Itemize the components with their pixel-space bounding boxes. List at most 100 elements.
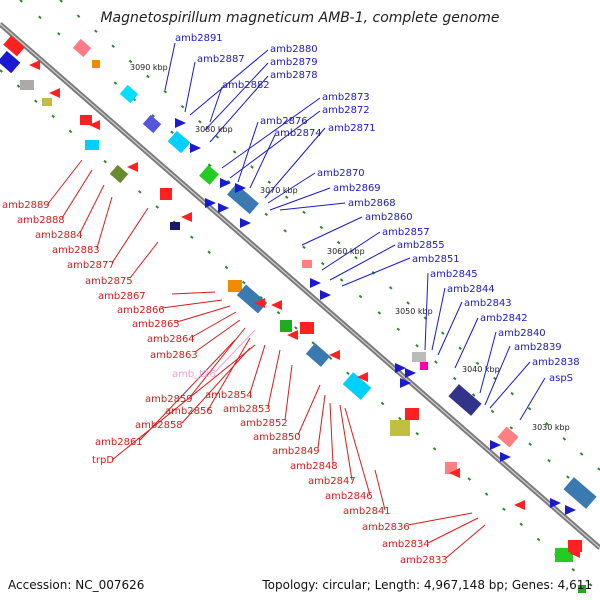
scale-label: 3080 kbp <box>195 125 233 134</box>
gene-block <box>305 343 331 367</box>
gene-block <box>80 115 92 125</box>
scale-label: 3040 kbp <box>462 365 500 374</box>
gene-label: amb2839 <box>514 342 562 353</box>
forward-features <box>72 38 597 515</box>
gene-label: amb2840 <box>498 328 546 339</box>
gene-block <box>199 165 219 185</box>
gene-label: amb2867 <box>98 291 146 302</box>
forward-callout-lines <box>164 42 546 421</box>
gene-block <box>92 60 100 68</box>
gene-label: amb2871 <box>328 123 376 134</box>
gene-block <box>342 372 372 400</box>
gene-block <box>72 38 92 58</box>
gene-label: trpD <box>92 455 114 466</box>
gene-block <box>170 222 180 230</box>
gene-label: amb2891 <box>175 33 223 44</box>
gene-block <box>578 585 586 593</box>
gene-label: amb2884 <box>35 230 83 241</box>
gene-label: amb2888 <box>17 215 65 226</box>
gene-label: amb2847 <box>308 476 356 487</box>
gene-label: amb2860 <box>365 212 413 223</box>
gene-label: amb2845 <box>430 269 478 280</box>
gene-label: amb2861 <box>95 437 143 448</box>
gene-label: amb2844 <box>447 284 495 295</box>
reverse-gene-labels: amb2889 amb2888 amb2884 amb2883 amb2877 … <box>2 200 448 566</box>
gene-label: amb2852 <box>240 418 288 429</box>
gene-label: aspS <box>549 373 573 384</box>
gene-label: amb2872 <box>322 105 370 116</box>
gene-block <box>0 50 21 74</box>
gene-label: amb2851 <box>412 254 460 265</box>
gene-block <box>142 114 162 134</box>
gene-block <box>280 320 292 332</box>
gene-label: amb2880 <box>270 44 318 55</box>
gene-label: amb2858 <box>135 420 183 431</box>
gene-block <box>20 80 34 90</box>
gene-block <box>228 280 242 292</box>
gene-label: amb2865 <box>132 319 180 330</box>
gene-label: amb2841 <box>343 506 391 517</box>
gene-label: amb2848 <box>290 461 338 472</box>
scale-label: 3090 kbp <box>130 63 168 72</box>
gene-label: amb2856 <box>165 406 213 417</box>
gene-label: amb2876 <box>260 116 308 127</box>
scale-label: 3060 kbp <box>327 247 365 256</box>
gene-label: amb2869 <box>333 183 381 194</box>
gene-label: amb2874 <box>274 128 322 139</box>
gene-label: amb2873 <box>322 92 370 103</box>
accession-label: Accession: NC_007626 <box>8 578 145 592</box>
gene-label: amb2838 <box>532 357 580 368</box>
gene-label: amb2859 <box>145 394 193 405</box>
gene-label: amb2864 <box>147 334 195 345</box>
gene-label: amb2857 <box>382 227 430 238</box>
gene-label: amb2889 <box>2 200 50 211</box>
map-title: Magnetospirillum magneticum AMB-1, compl… <box>100 10 500 26</box>
scale-labels: 3090 kbp 3080 kbp 3070 kbp 3060 kbp 3050… <box>130 63 570 432</box>
gene-label: amb2883 <box>52 245 100 256</box>
topology-label: Topology: circular; Length: 4,967,148 bp… <box>262 578 592 592</box>
gene-label: amb2834 <box>382 539 430 550</box>
gene-label: amb2854 <box>205 390 253 401</box>
gene-block <box>420 362 428 370</box>
gene-label: amb2855 <box>397 240 445 251</box>
gene-label: amb2842 <box>480 313 528 324</box>
gene-label: amb2833 <box>400 555 448 566</box>
gene-block <box>42 98 52 106</box>
forward-gene-labels: amb2891 amb2887 amb2880 amb2879 amb2878 … <box>175 33 580 384</box>
gene-block <box>302 260 312 268</box>
scale-label: 3050 kbp <box>395 307 433 316</box>
gene-block <box>497 426 519 448</box>
gene-block <box>167 130 191 154</box>
gene-label: amb2849 <box>272 446 320 457</box>
gene-block <box>390 420 410 436</box>
gene-label: amb2863 <box>150 350 198 361</box>
gene-label: amb2846 <box>325 491 373 502</box>
gene-label-rna: amb_t26 <box>172 369 216 380</box>
gene-label: amb2877 <box>67 260 115 271</box>
gene-label: amb2879 <box>270 57 318 68</box>
gene-label: amb2870 <box>317 168 365 179</box>
gene-block <box>405 408 419 420</box>
scale-label: 3030 kbp <box>532 423 570 432</box>
gene-label: amb2843 <box>464 298 512 309</box>
reverse-callout-lines <box>46 159 486 559</box>
gene-block <box>412 352 426 362</box>
scale-label: 3070 kbp <box>260 186 298 195</box>
gene-label: amb2875 <box>85 276 133 287</box>
gene-label: amb2882 <box>222 80 270 91</box>
gene-label: amb2887 <box>197 54 245 65</box>
gene-block <box>236 284 268 314</box>
gene-block <box>563 477 597 509</box>
reverse-features <box>0 35 586 593</box>
gene-label: amb2868 <box>348 198 396 209</box>
gene-label: amb2836 <box>362 522 410 533</box>
gene-label: amb2878 <box>270 70 318 81</box>
gene-block <box>3 35 25 57</box>
gene-block <box>85 140 99 150</box>
gene-block <box>109 164 129 184</box>
gene-label: amb2853 <box>223 404 271 415</box>
gene-block <box>119 84 139 104</box>
gene-label: amb2866 <box>117 305 165 316</box>
gene-block <box>160 188 172 200</box>
